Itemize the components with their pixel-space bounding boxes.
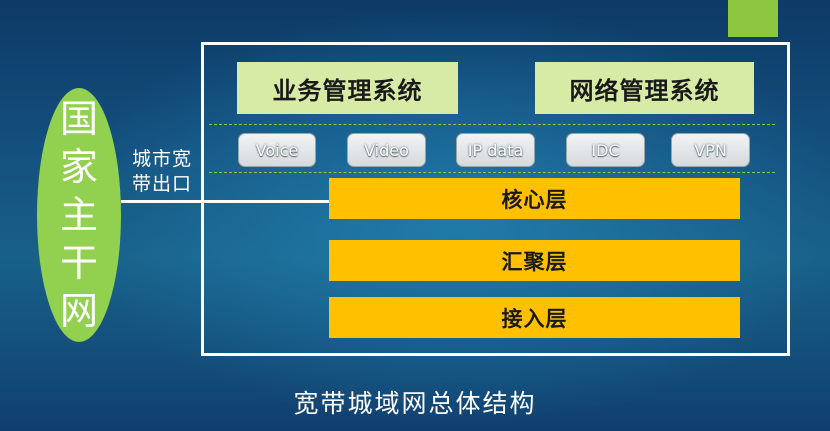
accent-square xyxy=(728,0,778,37)
metro-network-frame xyxy=(201,42,790,356)
backbone-connector-line xyxy=(121,200,329,203)
service-video: Video xyxy=(347,133,426,167)
service-vpn: VPN xyxy=(671,133,750,167)
diagram-caption: 宽带城域网总体结构 xyxy=(293,389,537,418)
service-ip-data: IP data xyxy=(456,133,535,167)
aggregation-layer: 汇聚层 xyxy=(329,240,740,281)
core-layer: 核心层 xyxy=(329,178,740,219)
service-voice: Voice xyxy=(238,133,316,167)
metro-exit-label: 城市宽带出口 xyxy=(132,148,193,195)
access-layer: 接入层 xyxy=(329,297,740,338)
national-backbone-node: 国家主干网 xyxy=(37,88,121,342)
dashed-divider-top xyxy=(209,124,775,125)
business-management-system: 业务管理系统 xyxy=(237,62,458,114)
dashed-divider-bottom xyxy=(209,172,775,173)
network-management-system: 网络管理系统 xyxy=(535,62,754,114)
national-backbone-label: 国家主干网 xyxy=(59,97,98,333)
service-idc: IDC xyxy=(566,133,645,167)
